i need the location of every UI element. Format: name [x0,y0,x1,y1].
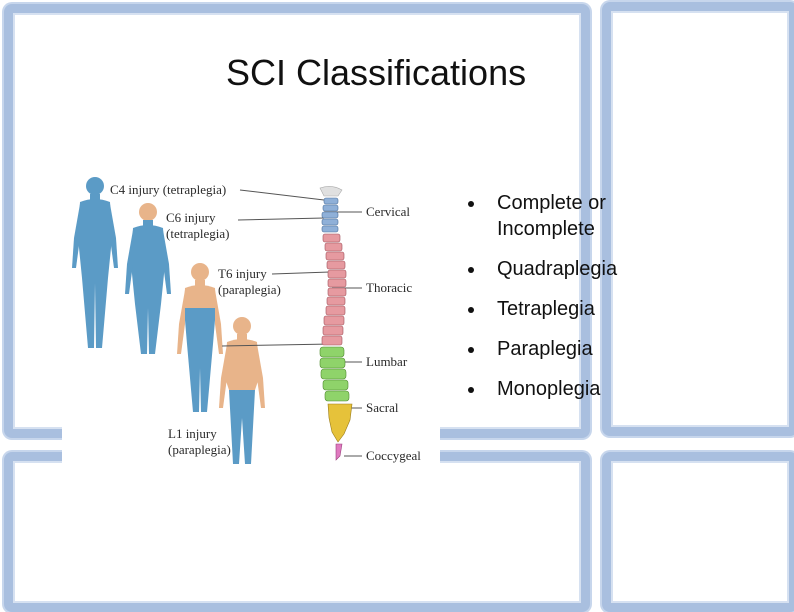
thoracic-vertebrae [321,233,347,346]
body-figure-c6 [125,203,171,354]
sacrum [327,403,353,443]
bullet-icon [468,387,474,393]
bullet-icon [468,307,474,313]
bottom-frame-right [602,452,794,612]
label-l1-injury: L1 injury [168,426,217,441]
bullet-icon [468,267,474,273]
spinal-column [319,186,353,461]
side-frame-top [602,2,794,436]
label-cervical: Cervical [366,204,410,219]
bullet-icon [468,201,474,207]
list-item: Quadraplegia [466,256,666,282]
list-item: Monoplegia [466,376,666,402]
cervical-vertebrae [321,197,339,233]
slide-title: SCI Classifications [226,52,527,93]
label-c6-type: (tetraplegia) [166,226,230,241]
list-item: Paraplegia [466,336,666,362]
label-l1-type: (paraplegia) [168,442,231,457]
body-figure-c4 [72,177,118,348]
spinal-injury-figure: C4 injury (tetraplegia) C6 injury (tetra… [62,168,440,466]
classification-list: Complete or Incomplete Quadraplegia Tetr… [466,190,666,416]
label-thoracic: Thoracic [366,280,412,295]
label-lumbar: Lumbar [366,354,408,369]
label-t6-type: (paraplegia) [218,282,281,297]
label-t6-injury: T6 injury [218,266,267,281]
label-sacral: Sacral [366,400,399,415]
bullet-icon [468,347,474,353]
body-figure-l1 [219,317,265,464]
list-item: Tetraplegia [466,296,666,322]
bottom-frame-left [4,452,590,612]
label-c4-injury: C4 injury (tetraplegia) [110,182,226,197]
coccyx [335,443,343,461]
label-c6-injury: C6 injury [166,210,216,225]
spinal-injury-illustration: C4 injury (tetraplegia) C6 injury (tetra… [72,177,421,464]
lumbar-vertebrae [319,346,350,402]
list-item: Complete or Incomplete [466,190,666,242]
label-coccygeal: Coccygeal [366,448,421,463]
body-figure-t6 [177,263,223,412]
